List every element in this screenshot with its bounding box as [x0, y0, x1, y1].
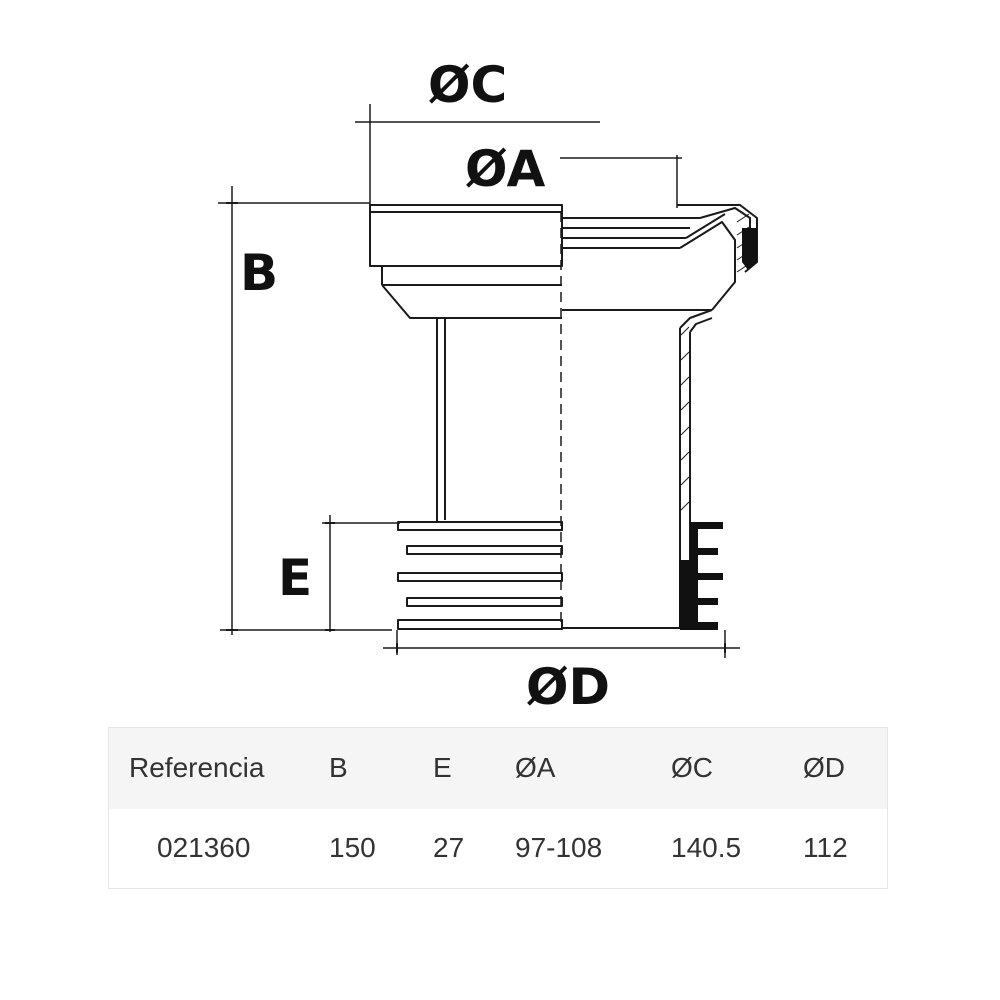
header-b: B [329, 752, 348, 784]
black-seal-profiles [679, 228, 757, 630]
table-header-row: Referencia B E ØA ØC ØD [108, 727, 888, 809]
cell-e: 27 [433, 832, 465, 864]
header-a: ØA [515, 752, 556, 784]
cell-c: 140.5 [671, 832, 742, 864]
header-referencia: Referencia [129, 752, 265, 784]
header-e: E [433, 752, 452, 784]
dimension-label-d: ØD [526, 658, 610, 716]
section-hatching [680, 213, 750, 511]
header-c: ØC [671, 752, 713, 784]
technical-drawing: ØC ØA B E ØD [218, 56, 758, 716]
cell-d: 112 [803, 832, 848, 864]
seal-rings [397, 521, 563, 630]
table-row: 021360 150 27 97-108 140.5 112 [108, 808, 888, 889]
header-d: ØD [803, 752, 845, 784]
dimension-ticks [226, 202, 726, 653]
cell-a: 97-108 [515, 832, 603, 864]
spec-table: Referencia B E ØA ØC ØD 021360 150 27 97… [108, 727, 888, 889]
cell-referencia: 021360 [157, 832, 251, 864]
dimension-label-b: B [240, 244, 278, 302]
fitting-exterior-outline [369, 204, 563, 522]
fitting-section [562, 204, 758, 629]
cell-b: 150 [329, 832, 376, 864]
dimension-label-c: ØC [428, 56, 507, 114]
dimension-label-e: E [278, 549, 312, 607]
dimension-label-a: ØA [465, 140, 546, 198]
dimension-lines [218, 104, 740, 658]
